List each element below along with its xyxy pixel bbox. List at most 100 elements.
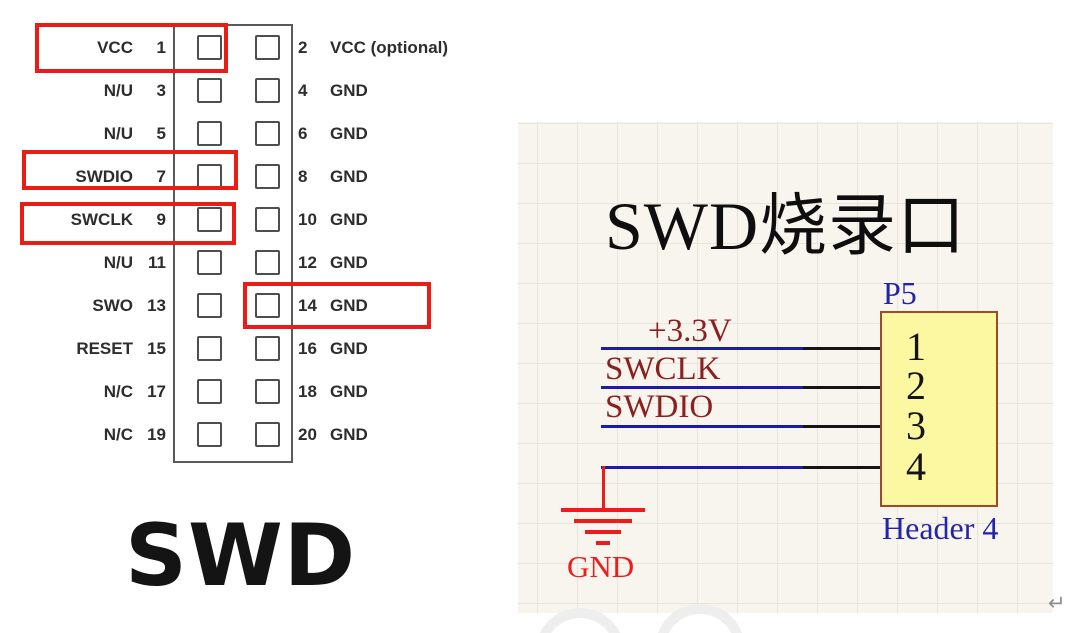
- pin-right-label: GND: [330, 166, 368, 186]
- pin-left-name: VCC: [97, 37, 133, 57]
- pin-left-number: 5: [156, 123, 166, 143]
- pin-left-name: N/C: [103, 424, 133, 444]
- wire-swdio-blue: [601, 425, 803, 428]
- part-label: Header 4: [882, 510, 999, 546]
- pin-right-label: GND: [330, 295, 368, 315]
- pin-right-number: 6: [298, 123, 308, 143]
- pin-pad-right: [255, 293, 280, 318]
- pin-right-label: GND: [330, 338, 368, 358]
- pin-pad-left: [197, 207, 222, 232]
- pin-left-name: SWCLK: [70, 209, 133, 229]
- pin-right-label: GND: [330, 123, 368, 143]
- pin-left-name: SWO: [92, 295, 133, 315]
- ground-symbol-bar2: [574, 519, 632, 523]
- pin-right-label: VCC (optional): [330, 37, 449, 57]
- pin-pad-right: [255, 164, 280, 189]
- ground-symbol-stem: [602, 466, 605, 510]
- pin-row-19-20: N/C 19 20 GND: [20, 413, 448, 456]
- pin-right-number: 10: [298, 209, 317, 229]
- pin-pad-right: [255, 422, 280, 447]
- header-pin-number-2: 2: [906, 363, 926, 408]
- pin-right-number: 20: [298, 424, 317, 444]
- pin-pad-right: [255, 121, 280, 146]
- pin-right-number: 14: [298, 295, 317, 315]
- pin-pad-right: [255, 379, 280, 404]
- highlight-box-vcc-pin1: [35, 23, 228, 73]
- pin-row-5-6: N/U 5 6 GND: [20, 112, 448, 155]
- pin-left-number: 13: [147, 295, 166, 315]
- wire-3v3-blue: [601, 347, 803, 350]
- schematic-title: SWD烧录口: [604, 188, 967, 264]
- wire-swdio-stub: [803, 425, 880, 428]
- pin-row-13-14: SWO 13 14 GND: [20, 284, 448, 327]
- pin-row-17-18: N/C 17 18 GND: [20, 370, 448, 413]
- pin-pad-right: [255, 78, 280, 103]
- pin-row-9-10: SWCLK 9 10 GND: [20, 198, 448, 241]
- wire-swclk-blue: [601, 386, 803, 389]
- pin-left-name: SWDIO: [75, 166, 133, 186]
- pin-right-label: GND: [330, 80, 368, 100]
- pin-right-number: 4: [298, 80, 308, 100]
- pin-pad-left: [197, 78, 222, 103]
- header-pin-number-1: 1: [906, 324, 926, 369]
- pin-pad-left: [197, 121, 222, 146]
- ground-symbol-bar3: [585, 530, 621, 534]
- pin-left-name: N/C: [103, 381, 133, 401]
- pin-pad-left: [197, 35, 222, 60]
- pin-pad-right: [255, 250, 280, 275]
- pin-left-number: 15: [147, 338, 166, 358]
- pin-right-label: GND: [330, 209, 368, 229]
- pin-left-number: 11: [148, 252, 166, 272]
- ground-symbol-bar1: [561, 508, 645, 512]
- pin-left-number: 1: [156, 37, 166, 57]
- net-label-3v3: +3.3V: [648, 313, 732, 349]
- pin-left-number: 9: [156, 209, 166, 229]
- pin-right-label: GND: [330, 381, 368, 401]
- pin-pad-right: [255, 35, 280, 60]
- pin-row-15-16: RESET 15 16 GND: [20, 327, 448, 370]
- pin-right-label: GND: [330, 424, 368, 444]
- ground-symbol-bar4: [596, 541, 610, 545]
- pin-pad-right: [255, 336, 280, 361]
- header-pin-number-3: 3: [906, 403, 926, 448]
- pin-right-label: GND: [330, 252, 368, 272]
- highlight-box-swclk-pin9: [20, 202, 236, 245]
- pin-left-number: 3: [156, 80, 166, 100]
- pin-rows: VCC 1 2 VCC (optional) N/U 3 4 GND N/U 5: [20, 26, 448, 456]
- header-pin-number-4: 4: [906, 444, 926, 489]
- net-label-swdio: SWDIO: [605, 389, 714, 425]
- pin-row-1-2: VCC 1 2 VCC (optional): [20, 26, 448, 69]
- pin-right-number: 2: [298, 37, 308, 57]
- net-label-swclk: SWCLK: [605, 351, 721, 387]
- connector-designator: P5: [883, 275, 917, 311]
- ground-label: GND: [567, 549, 635, 584]
- pin-pad-left: [197, 336, 222, 361]
- pin-right-number: 18: [298, 381, 317, 401]
- paragraph-return-mark: ↵: [1048, 591, 1066, 615]
- pin-right-number: 16: [298, 338, 317, 358]
- pin-row-7-8: SWDIO 7 8 GND: [20, 155, 448, 198]
- pin-left-name: N/U: [103, 252, 133, 272]
- pin-right-number: 12: [298, 252, 317, 272]
- pin-pad-left: [197, 293, 222, 318]
- pin-row-3-4: N/U 3 4 GND: [20, 69, 448, 112]
- pin-left-number: 7: [156, 166, 166, 186]
- highlight-box-gnd-pin14: [243, 282, 431, 329]
- wire-swclk-stub: [803, 386, 880, 389]
- pin-row-11-12: N/U 11 12 GND: [20, 241, 448, 284]
- pin-left-name: N/U: [103, 80, 133, 100]
- pin-pad-left: [197, 250, 222, 275]
- pin-left-name: RESET: [76, 338, 133, 358]
- wire-gnd-stub: [803, 466, 880, 469]
- pin-pad-left: [197, 379, 222, 404]
- pin-left-number: 17: [147, 381, 166, 401]
- header4-symbol-box: 1 2 3 4: [880, 311, 998, 507]
- highlight-box-swdio-pin7: [22, 150, 238, 190]
- schematic-panel: SWD烧录口 P5 1 2 3 4 Header 4 +3.3V SWCLK S…: [518, 122, 1053, 613]
- pinout-caption: SWD: [125, 506, 357, 606]
- pin-left-name: N/U: [103, 123, 133, 143]
- pin-pad-right: [255, 207, 280, 232]
- wire-gnd-blue: [601, 466, 803, 469]
- wire-3v3-stub: [803, 347, 880, 350]
